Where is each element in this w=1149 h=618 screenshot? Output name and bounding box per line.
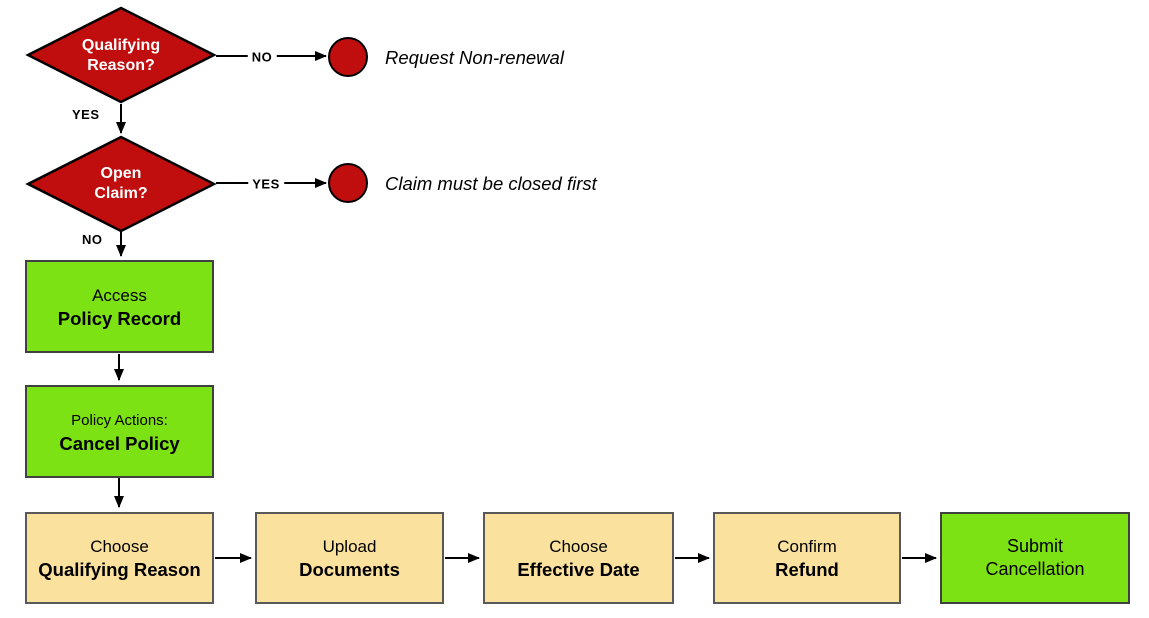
process-line1: Choose <box>549 537 608 556</box>
process-line2: Effective Date <box>517 559 640 580</box>
edge-label-yes-qualifying: YES <box>72 107 100 122</box>
process-line2: Refund <box>775 559 839 580</box>
terminator-nonrenewal-circle <box>328 37 368 77</box>
process-line1: Confirm <box>777 537 837 556</box>
process-line2: Cancel Policy <box>59 432 180 454</box>
decision-qualifying-reason-label: Qualifying Reason? <box>46 35 196 77</box>
process-choose-effective-date: Choose Effective Date <box>483 512 674 604</box>
process-submit-cancellation: Submit Cancellation <box>940 512 1130 604</box>
process-line2: Cancellation <box>985 559 1085 579</box>
process-line1: Policy Actions: <box>71 411 168 429</box>
edge-label-yes-openclaim: YES <box>248 176 284 192</box>
edge-label-no-openclaim: NO <box>82 232 103 247</box>
process-upload-documents: Upload Documents <box>255 512 444 604</box>
process-access-policy-record: Access Policy Record <box>25 260 214 353</box>
decision-line2: Claim? <box>94 185 148 202</box>
process-line1: Choose <box>90 537 149 556</box>
process-line2: Qualifying Reason <box>38 559 201 580</box>
process-line2: Documents <box>299 559 400 580</box>
decision-qualifying-reason-shape <box>25 6 217 104</box>
decision-line2: Reason? <box>87 57 155 74</box>
process-line1: Access <box>92 285 147 305</box>
note-request-non-renewal: Request Non-renewal <box>385 47 564 68</box>
edge-label-no-nonrenewal: NO <box>247 49 277 65</box>
decision-line1: Qualifying <box>81 37 161 54</box>
terminator-closedfirst-circle <box>328 163 368 203</box>
decision-line1: Open <box>100 165 142 182</box>
process-confirm-refund: Confirm Refund <box>713 512 901 604</box>
process-line1: Upload <box>322 537 377 556</box>
decision-open-claim-shape <box>25 135 217 233</box>
process-cancel-policy: Policy Actions: Cancel Policy <box>25 385 214 478</box>
process-line1: Submit <box>1006 536 1064 556</box>
note-claim-must-be-closed: Claim must be closed first <box>385 173 597 194</box>
process-line2: Policy Record <box>57 307 182 329</box>
decision-open-claim-label: Open Claim? <box>46 163 196 205</box>
process-choose-qualifying-reason: Choose Qualifying Reason <box>25 512 214 604</box>
